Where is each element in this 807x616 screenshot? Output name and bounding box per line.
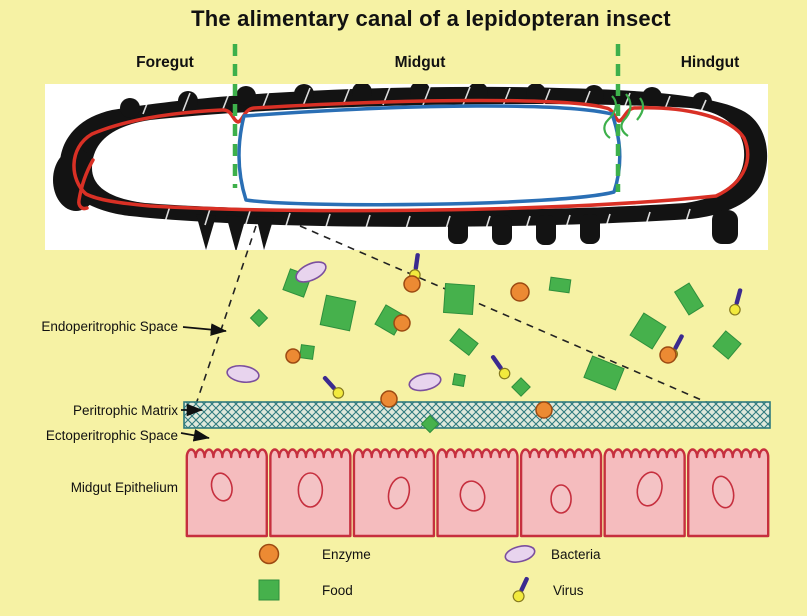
food-particle (548, 276, 572, 294)
gut-lumen (92, 104, 745, 211)
cell-nucleus (711, 475, 735, 509)
enzyme-particle (510, 282, 530, 302)
virus-particle (322, 375, 345, 399)
virus-icon (512, 576, 529, 603)
gut-wall-red-outline (72, 98, 750, 213)
bacteria-particle (226, 364, 260, 384)
legend-label-enzyme: Enzyme (322, 546, 371, 562)
food-particle (673, 282, 705, 316)
midgut-blue-lining (237, 104, 622, 207)
food-particle (712, 330, 742, 360)
cell-nucleus (387, 476, 411, 510)
cell-nucleus (550, 484, 572, 514)
enzyme-particle (535, 401, 553, 419)
enzyme-particle (380, 390, 398, 408)
enzyme-particle (659, 346, 677, 364)
enzyme-icon (258, 543, 280, 565)
body-texture-bottom (164, 205, 691, 233)
food-particle (449, 328, 479, 356)
legend-label-virus: Virus (553, 582, 584, 598)
food-particle (511, 377, 531, 397)
virus-head (498, 367, 511, 380)
food-particle (420, 414, 440, 434)
region-label-hindgut: Hindgut (680, 54, 740, 71)
peritrophic-matrix-band (183, 401, 771, 429)
legend-item-bacteria: Bacteria (503, 540, 601, 568)
virus-head (729, 303, 741, 316)
caterpillar-illustration (53, 84, 768, 250)
legend-label-bacteria: Bacteria (551, 546, 601, 562)
food-particle (452, 373, 466, 387)
food-particle (583, 355, 625, 391)
virus-rod (673, 334, 684, 350)
malpighian-tubules (603, 93, 645, 139)
figure-title: The alimentary canal of a lepidopteran i… (191, 6, 671, 31)
label-endoperitrophic-space: Endoperitrophic Space (41, 319, 178, 334)
food-icon (258, 579, 280, 601)
virus-rod (413, 253, 420, 271)
virus-particle (490, 355, 511, 380)
legend-label-food: Food (322, 582, 353, 598)
ectoperitrophic-arrow (180, 429, 210, 442)
midgut-epithelium-cells (185, 448, 770, 538)
enzyme-particle (403, 275, 421, 293)
bacteria-particle (408, 372, 442, 392)
zoom-connector-right (299, 225, 767, 429)
virus-rod (322, 375, 336, 390)
body-texture-top (142, 86, 707, 117)
region-label-foregut: Foregut (136, 54, 194, 71)
cell-nucleus (210, 472, 233, 502)
cell-nucleus (297, 472, 324, 508)
cell-nucleus (459, 480, 486, 512)
oesophagus-line (77, 158, 95, 211)
bacteria-particle (295, 261, 327, 283)
virus-head (332, 387, 345, 399)
food-particle (629, 312, 667, 350)
region-label-midgut: Midgut (394, 54, 446, 71)
zoom-connector-left (187, 225, 257, 429)
label-peritrophic-matrix: Peritrophic Matrix (72, 403, 178, 418)
virus-rod (490, 355, 503, 370)
food-particle (319, 294, 357, 332)
food-particle (442, 282, 476, 316)
enzyme-particle (285, 348, 301, 364)
endoperitrophic-arrow (182, 323, 227, 336)
bacteria-icon (504, 545, 536, 563)
label-midgut-epithelium: Midgut Epithelium (70, 480, 178, 495)
enzyme-particle (393, 314, 411, 332)
legend-item-virus: Virus (505, 576, 584, 604)
legend-item-food: Food (252, 576, 353, 604)
endoperitrophic-contents (226, 253, 743, 434)
cell-nucleus (636, 471, 663, 507)
virus-rod (734, 288, 743, 306)
food-particle (249, 308, 269, 328)
label-ectoperitrophic-space: Ectoperitrophic Space (45, 428, 178, 443)
caterpillar-legs (196, 210, 738, 250)
food-particle (299, 344, 315, 360)
caterpillar-segments (120, 84, 712, 118)
legend-item-enzyme: Enzyme (252, 540, 371, 568)
virus-particle (729, 288, 743, 316)
